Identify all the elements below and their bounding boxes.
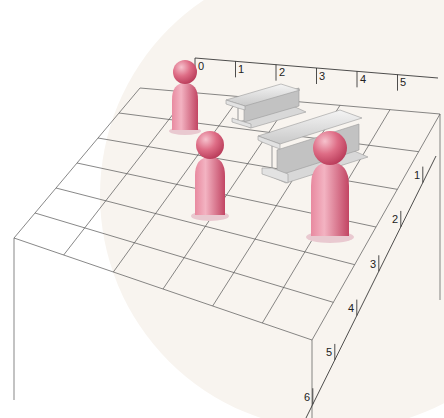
scale-number: 5: [326, 347, 332, 358]
stroke: [357, 71, 358, 87]
stroke: [397, 75, 398, 91]
pawn-figure: [169, 60, 201, 135]
pawn-figure: [306, 131, 354, 243]
stroke: [378, 255, 379, 271]
background-disc: [100, 0, 444, 418]
scale-number: 3: [319, 71, 325, 82]
stroke: [400, 211, 401, 227]
pawn-figure: [191, 131, 229, 221]
stroke: [422, 167, 423, 183]
stroke: [316, 68, 317, 84]
rulers: [195, 58, 438, 418]
stroke: [276, 65, 277, 81]
grid: [14, 88, 440, 418]
stroke: [334, 344, 335, 360]
stroke: [304, 156, 436, 418]
scale-number: 6: [304, 392, 310, 403]
scale-number: 2: [392, 214, 398, 225]
scale-number: 1: [238, 64, 244, 75]
scale-number: 1: [414, 170, 420, 181]
scale-number: 4: [348, 303, 354, 314]
stroke: [14, 238, 15, 400]
scale-number: 4: [360, 74, 366, 85]
stroke: [35, 213, 333, 302]
stroke: [312, 388, 313, 404]
scale-number: 3: [370, 259, 376, 270]
scale-number: 5: [400, 77, 406, 88]
stroke: [312, 114, 440, 340]
i-beam: [226, 84, 306, 128]
stroke: [14, 238, 312, 340]
scale-number: 0: [198, 61, 204, 72]
stroke: [235, 61, 236, 77]
scale-number: 2: [279, 67, 285, 78]
stroke: [440, 114, 441, 300]
stroke: [356, 300, 357, 316]
i-beam: [258, 110, 368, 183]
